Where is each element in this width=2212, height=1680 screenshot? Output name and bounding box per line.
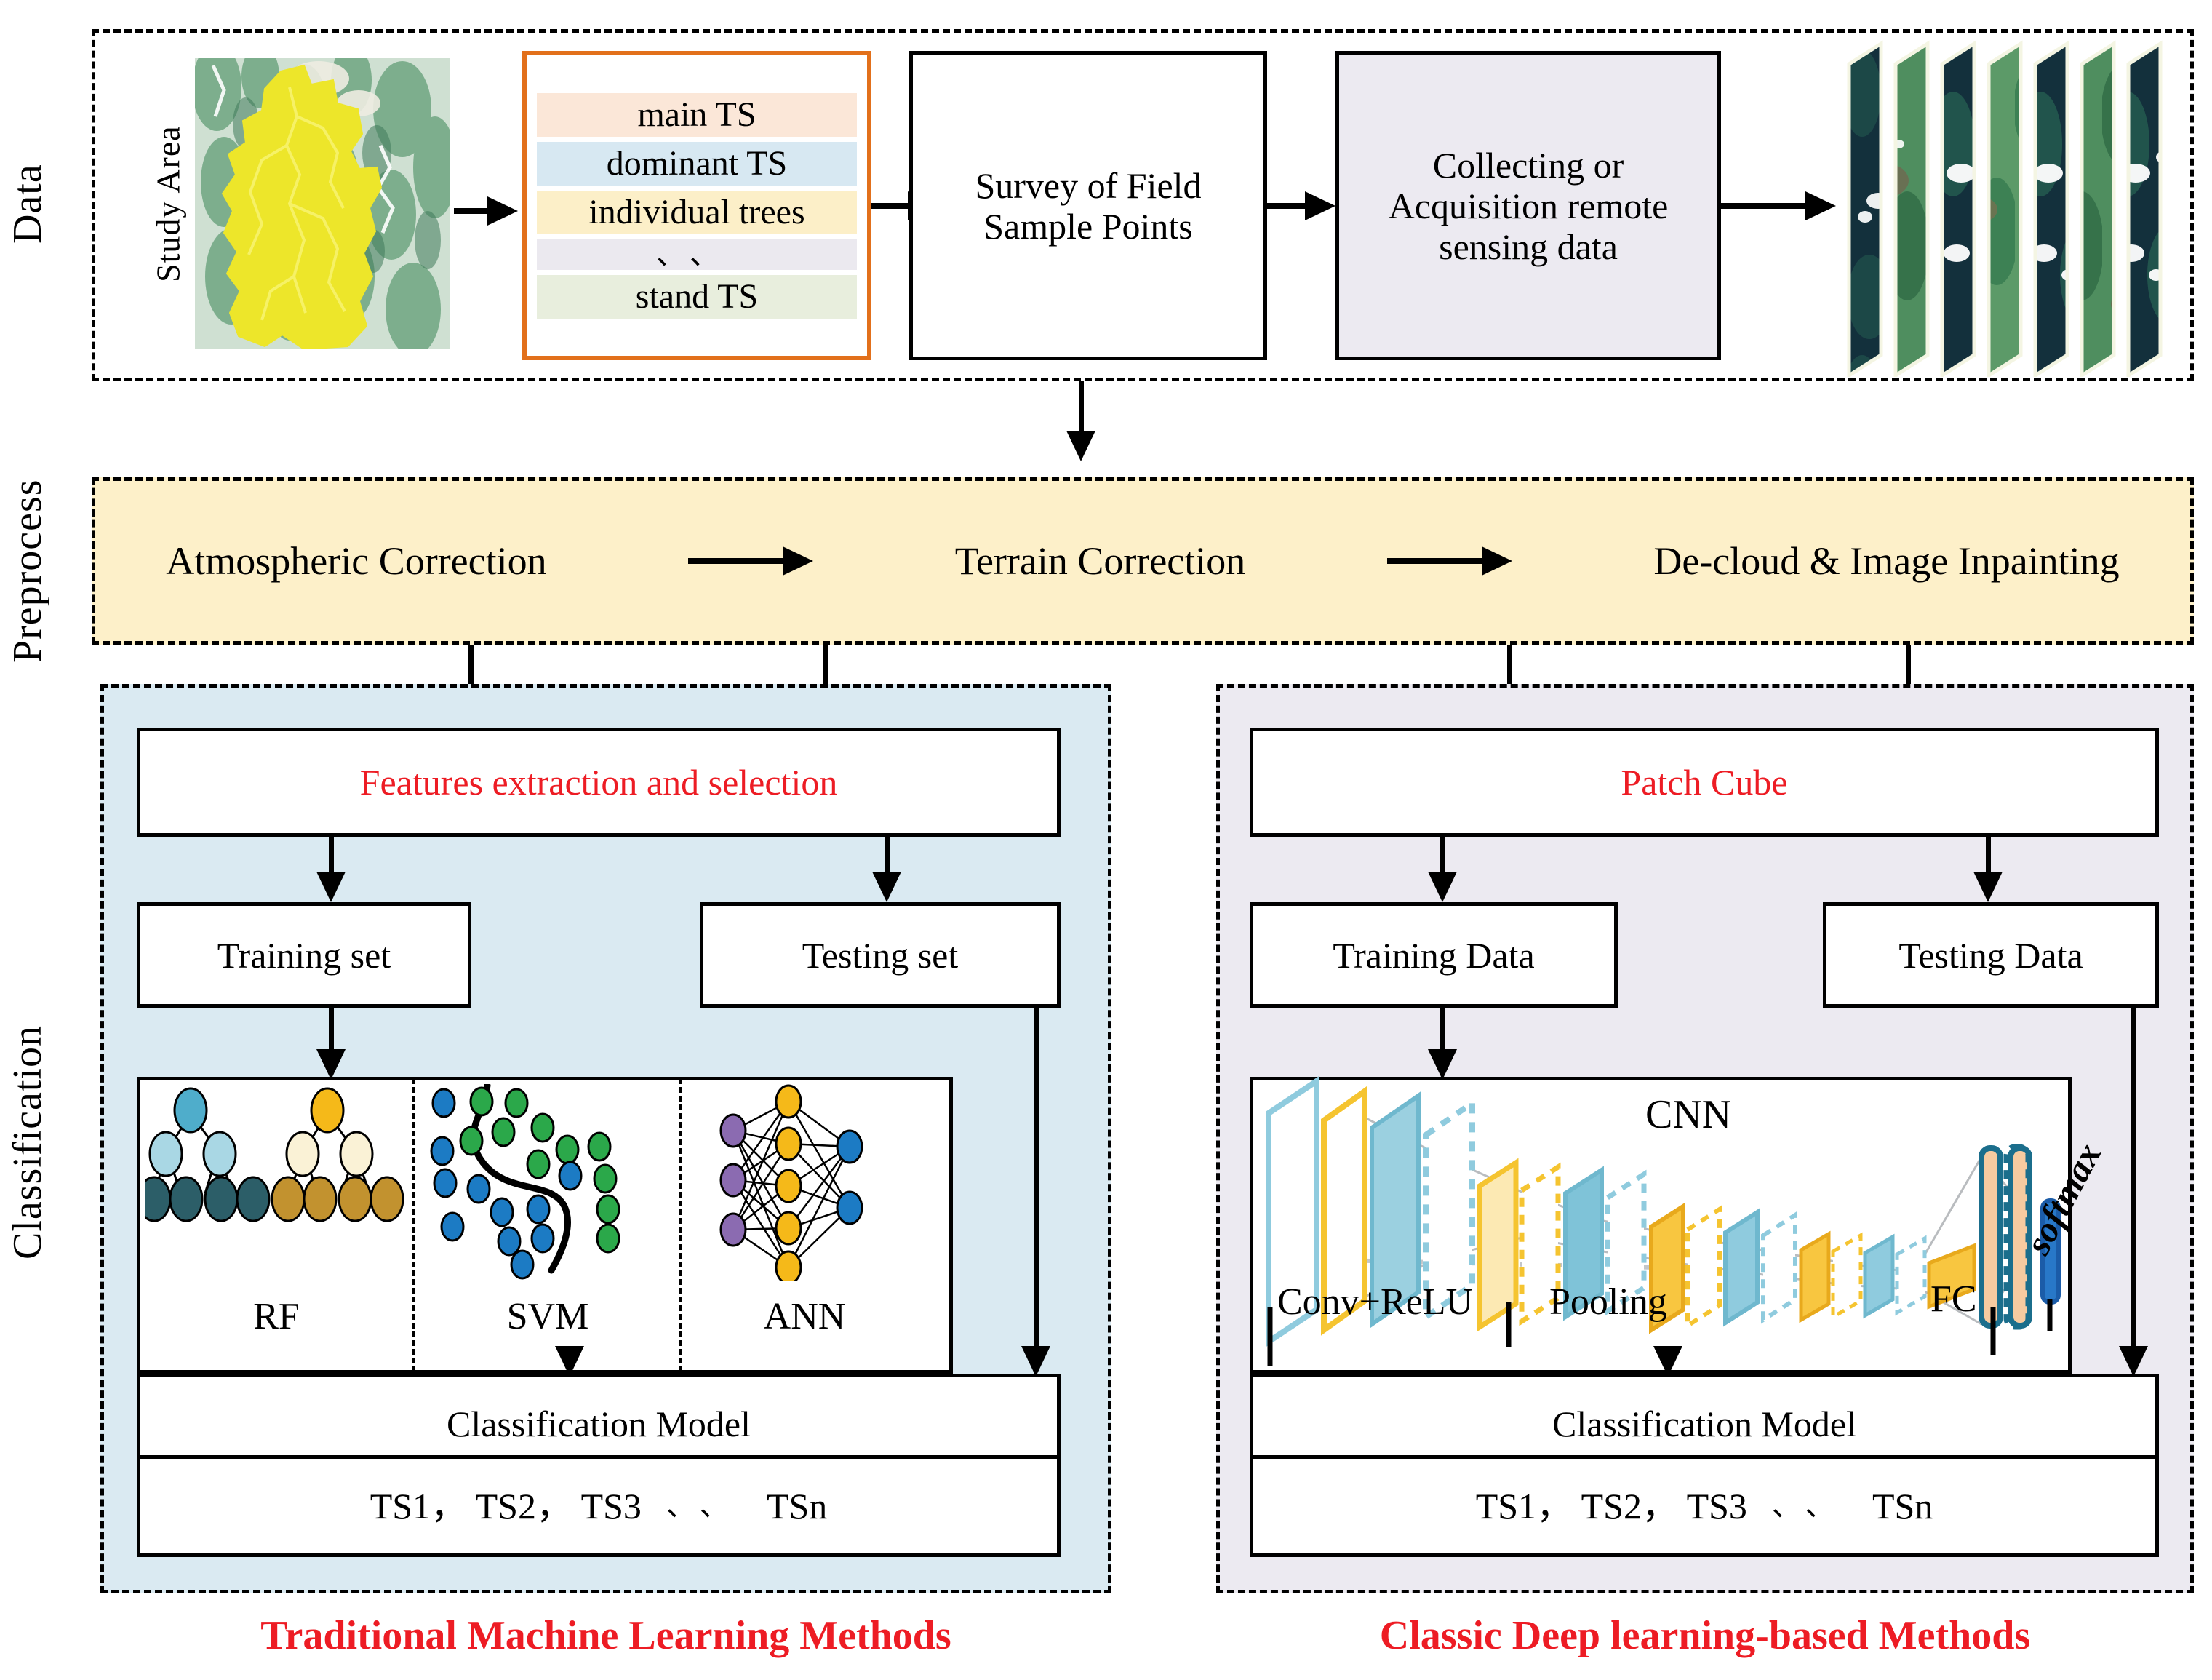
arrow-train-to-methods-head — [316, 1049, 346, 1080]
stage-label-classification: Classification — [5, 1025, 50, 1259]
arrow-survey-to-collect-head — [1305, 191, 1335, 220]
testing-set-box[interactable]: Testing set — [700, 902, 1061, 1008]
svm-illustration — [430, 1084, 620, 1280]
arrow-train-to-methods-line — [329, 1008, 334, 1053]
ts-row-stand: stand TS — [537, 274, 857, 319]
cnn-label-conv-relu: Conv+ReLU — [1277, 1281, 1474, 1323]
arrow-test-bypass-head — [1021, 1346, 1050, 1377]
arrow-traindata-to-cnn-line — [1440, 1008, 1445, 1053]
arrow-patch-to-train-line — [1440, 837, 1445, 875]
rf-illustration — [145, 1087, 404, 1222]
arrow-feat-to-test-line — [885, 837, 890, 875]
cnn-title-label: CNN — [1645, 1092, 1732, 1137]
arrow-ts-to-survey-line — [871, 203, 909, 209]
right-output-ts-box: TS1， TS2， TS3 、、 TSn — [1250, 1455, 2159, 1557]
method-label-ann: ANN — [763, 1296, 846, 1337]
ml-divider-1 — [412, 1078, 415, 1372]
testing-data-box[interactable]: Testing Data — [1823, 902, 2159, 1008]
arrow-testdata-bypass-line — [2131, 1008, 2136, 1350]
arrow-pre-to-left-a-line — [468, 645, 474, 690]
arrow-data-to-preprocess-head — [1066, 431, 1095, 461]
method-label-svm: SVM — [506, 1296, 589, 1337]
arrow-feat-to-train-line — [329, 837, 334, 875]
patch-cube-box[interactable]: Patch Cube — [1250, 728, 2159, 837]
training-data-box[interactable]: Training Data — [1250, 902, 1618, 1008]
features-extraction-box[interactable]: Features extraction and selection — [137, 728, 1061, 837]
arrow-pre-to-left-b-line — [823, 645, 828, 690]
arrow-traindata-to-cnn-head — [1428, 1049, 1457, 1080]
collecting-remote-sensing-data-box: Collecting or Acquisition remote sensing… — [1335, 51, 1721, 360]
left-panel-caption: Traditional Machine Learning Methods — [260, 1613, 951, 1658]
arrow-collect-to-images-head — [1805, 191, 1836, 220]
ts-row-main: main TS — [537, 92, 857, 137]
features-extraction-label: Features extraction and selection — [359, 762, 838, 803]
survey-field-sample-points-box: Survey of Field Sample Points — [909, 51, 1267, 360]
arrow-data-to-preprocess-line — [1079, 381, 1084, 434]
arrow-patch-to-test-line — [1986, 837, 1991, 875]
training-set-box[interactable]: Training set — [137, 902, 471, 1008]
preprocess-section-container: Atmospheric Correction Terrain Correctio… — [92, 477, 2194, 645]
left-output-ellipsis: 、、 — [666, 1489, 748, 1522]
stage-label-preprocess: Preprocess — [5, 479, 50, 664]
arrow-survey-to-collect-line — [1267, 203, 1308, 209]
remote-sensing-image-stack — [1847, 40, 2163, 377]
left-output-suffix: TSn — [766, 1486, 828, 1526]
patch-cube-label: Patch Cube — [1621, 762, 1788, 803]
preprocess-step-terrain: Terrain Correction — [954, 539, 1246, 583]
tree-species-category-box: main TS dominant TS individual trees 、、 … — [522, 51, 871, 360]
ml-divider-2 — [679, 1078, 682, 1372]
data-section-container — [92, 29, 2194, 381]
stage-label-data: Data — [5, 164, 50, 244]
study-area-map-image — [195, 58, 450, 349]
arrow-feat-to-test-head — [872, 872, 901, 902]
preprocess-step-atmospheric: Atmospheric Correction — [166, 539, 547, 583]
arrow-pre-to-right-b-line — [1906, 645, 1911, 690]
preprocess-step-decloud: De-cloud & Image Inpainting — [1653, 539, 2120, 583]
right-panel-caption: Classic Deep learning-based Methods — [1379, 1613, 2031, 1658]
right-output-suffix: TSn — [1872, 1486, 1933, 1526]
right-output-prefix: TS1， TS2， TS3 — [1475, 1486, 1747, 1526]
cnn-label-pooling: Pooling — [1549, 1281, 1667, 1323]
arrow-test-bypass-line — [1034, 1008, 1039, 1350]
arrow-cnn-to-model-head — [1653, 1346, 1682, 1377]
ts-row-dominant: dominant TS — [537, 141, 857, 186]
method-label-rf: RF — [253, 1296, 300, 1337]
ts-row-ellipsis: 、、 — [537, 239, 857, 270]
arrow-pre-to-right-a-line — [1507, 645, 1512, 690]
arrow-methods-to-model-head — [555, 1346, 584, 1377]
arrow-feat-to-train-head — [316, 872, 346, 902]
ts-row-individual: individual trees — [537, 190, 857, 234]
arrow-map-to-ts-line — [454, 208, 489, 214]
cnn-label-fc: FC — [1930, 1278, 1977, 1320]
preprocess-arrow-2 — [1386, 546, 1512, 576]
cnn-architecture-illustration — [1266, 1075, 2061, 1366]
arrow-testdata-bypass-head — [2119, 1346, 2148, 1377]
arrow-patch-to-test-head — [1973, 872, 2003, 902]
ann-illustration — [719, 1084, 863, 1281]
arrow-collect-to-images-line — [1721, 203, 1808, 209]
preprocess-arrow-1 — [688, 546, 814, 576]
left-output-prefix: TS1， TS2， TS3 — [370, 1486, 642, 1526]
study-area-label: Study Area — [149, 125, 187, 282]
arrow-map-to-ts-head — [487, 196, 518, 226]
left-output-ts-box: TS1， TS2， TS3 、、 TSn — [137, 1455, 1061, 1557]
arrow-patch-to-train-head — [1428, 872, 1457, 902]
right-output-ellipsis: 、、 — [1771, 1489, 1853, 1522]
